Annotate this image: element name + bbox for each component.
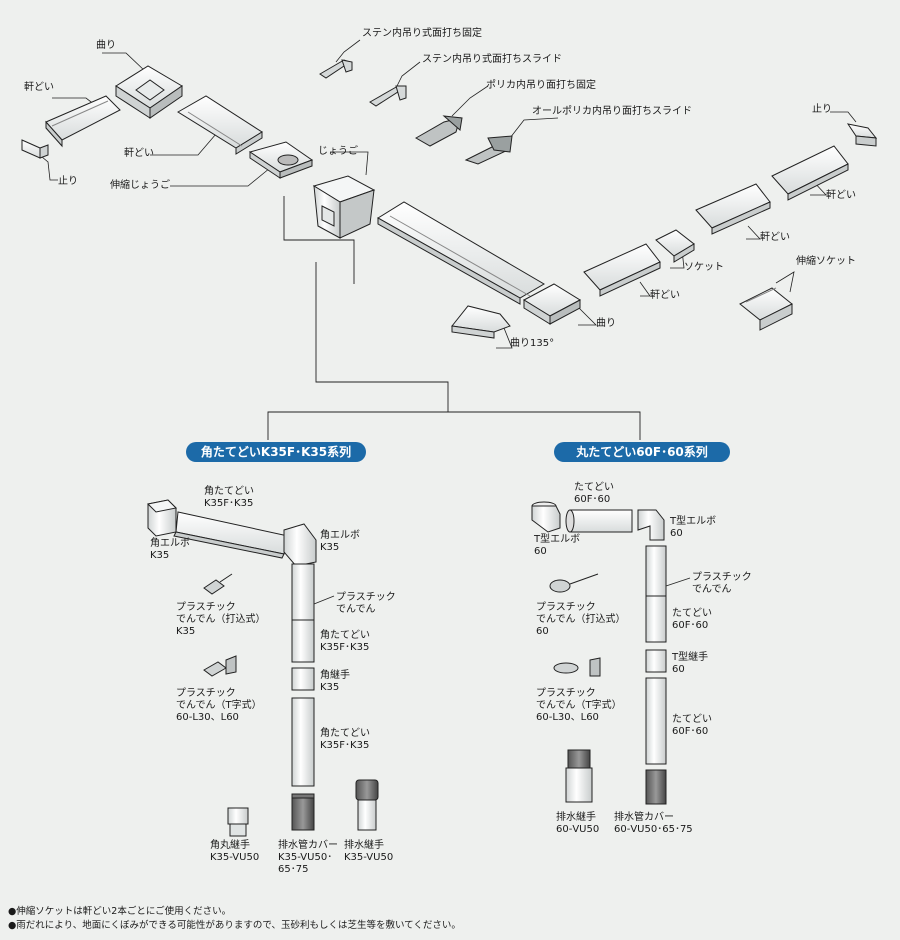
right-tatedoi-lower — [645, 677, 667, 765]
left-tatedoi-horizontal — [173, 511, 289, 559]
part-magari-top — [115, 65, 183, 119]
part-jogo — [312, 175, 376, 239]
label-nokidoi-r2: 軒どい — [760, 232, 790, 243]
right-haisui — [565, 749, 593, 803]
part-main-nokidoi — [377, 201, 545, 305]
left-cover — [291, 793, 315, 831]
left-label-denden-a: プラスチックでんでん（打込式）K35 — [176, 602, 266, 637]
part-nokidoi-r1 — [771, 145, 849, 201]
part-nokidoi-r3 — [583, 243, 661, 297]
leader-lines-right — [665, 577, 691, 587]
label-socket: ソケット — [684, 262, 724, 273]
right-telbow-right — [637, 509, 665, 541]
left-label-denden-b: プラスチックでんでん（T字式）60-L30、L60 — [176, 688, 262, 723]
part-nokidoi-left2 — [177, 95, 263, 155]
left-tatedoi-upper — [291, 563, 315, 663]
part-magari135 — [451, 305, 511, 339]
label-magari-bottom: 曲り — [596, 318, 616, 329]
right-telbow-left — [531, 501, 561, 533]
right-series-title: 丸たてどい60F･60系列 — [554, 442, 730, 462]
part-tomari-left — [21, 139, 49, 159]
hanger-4 — [464, 135, 513, 165]
part-socket — [655, 229, 695, 263]
left-denden-b — [203, 655, 237, 677]
label-shinshuku-jogo: 伸縮じょうご — [110, 180, 170, 191]
right-ttsugite — [645, 649, 667, 673]
label-hanger-2: ステン内吊り式面打ちスライド — [422, 54, 562, 65]
left-denden-a — [203, 573, 233, 595]
footnote-1: ●伸縮ソケットは軒どい2本ごとにご使用ください。 — [8, 906, 232, 917]
label-hanger-4: オールポリカ内吊り面打ちスライド — [532, 106, 692, 117]
right-tatedoi-horizontal — [565, 509, 633, 533]
label-tomari-left: 止り — [58, 176, 78, 187]
label-nokidoi-left2: 軒どい — [124, 148, 154, 159]
label-magari135: 曲り135° — [510, 338, 555, 349]
part-magari-bottom — [522, 283, 582, 325]
left-elbow-left — [146, 499, 178, 537]
left-elbow-right — [283, 523, 317, 567]
left-tatedoi-lower — [291, 697, 315, 787]
right-denden-a — [549, 573, 599, 593]
label-nokidoi-r1: 軒どい — [826, 190, 856, 201]
left-series-title: 角たてどいK35F･K35系列 — [186, 442, 366, 462]
connector-tree — [267, 196, 641, 440]
part-tomari-right — [846, 123, 878, 147]
hanger-3 — [414, 115, 463, 147]
right-cover — [645, 769, 667, 805]
label-nokidoi-r3: 軒どい — [650, 290, 680, 301]
right-label-denden-b: プラスチックでんでん（T字式）60-L30、L60 — [536, 688, 622, 723]
right-tatedoi-upper — [645, 545, 667, 643]
label-jogo: じょうご — [318, 146, 358, 157]
label-nokidoi-left1: 軒どい — [24, 82, 54, 93]
part-nokidoi-left1 — [45, 95, 121, 148]
part-shinshuku-jogo — [248, 141, 314, 179]
right-denden-b — [553, 657, 601, 677]
label-shinshuku-socket: 伸縮ソケット — [796, 256, 856, 267]
footnote-2: ●雨だれにより、地面にくぼみができる可能性がありますので、玉砂利もしくは芝生等を… — [8, 920, 461, 931]
right-label-plastic-denden: プラスチックでんでん — [692, 572, 752, 595]
part-nokidoi-r2 — [695, 183, 771, 235]
hanger-1 — [319, 59, 353, 79]
label-tomari-right: 止り — [812, 104, 832, 115]
hanger-2 — [369, 85, 407, 107]
right-label-denden-a: プラスチックでんでん（打込式）60 — [536, 602, 626, 637]
label-hanger-3: ポリカ内吊り面打ち固定 — [486, 80, 596, 91]
leader-lines-left — [313, 595, 335, 605]
label-hanger-1: ステン内吊り式面打ち固定 — [362, 28, 482, 39]
label-magari-top: 曲り — [96, 40, 116, 51]
left-label-plastic-denden: プラスチックでんでん — [336, 592, 396, 615]
left-tsugite — [291, 667, 315, 691]
left-kakumaru — [227, 807, 249, 837]
left-haisui — [355, 779, 379, 831]
part-shinshuku-socket — [739, 287, 793, 331]
